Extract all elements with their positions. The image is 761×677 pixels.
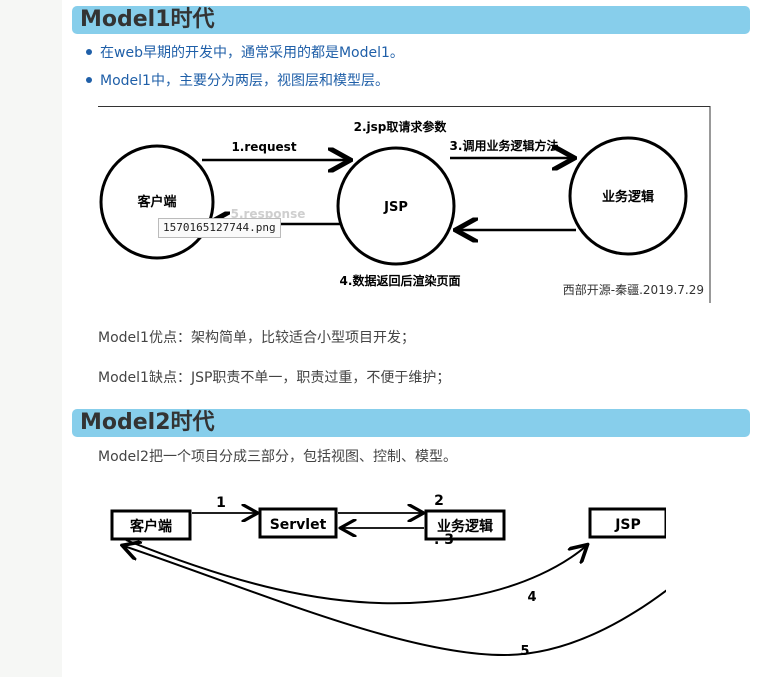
business-box	[424, 509, 506, 541]
node-client-label: 客户端	[129, 518, 172, 535]
jsp-box	[588, 507, 666, 539]
model1-cons: Model1缺点：JSP职责不单一，职责过重，不便于维护；	[98, 370, 451, 386]
model1-pros: Model1优点：架构简单，比较适合小型项目开发；	[98, 330, 415, 346]
arrow-5	[124, 540, 666, 657]
model2-diagram: 客户端 Servlet 业务逻辑 JSP 1 2 . 3 4 5	[110, 493, 666, 659]
label-3: . 3	[434, 532, 454, 548]
model2-intro: Model2把一个项目分成三部分，包括视图、控制、模型。	[98, 449, 457, 465]
bullet-item: 在web早期的开发中，通常采用的都是Model1。	[86, 44, 404, 62]
label-5: 5	[520, 644, 529, 659]
node-servlet-label: Servlet	[270, 517, 327, 533]
business-circle	[568, 136, 688, 256]
label-1: 1	[216, 495, 226, 511]
bullet-text: Model1中，主要分为两层，视图层和模型层。	[100, 73, 389, 89]
node-business-label: 业务逻辑	[437, 518, 493, 535]
node-jsp-label: JSP	[614, 517, 641, 533]
diagram-watermark: 西部开源-秦疆.2019.7.29	[563, 282, 704, 297]
jsp-circle	[336, 146, 456, 266]
section-heading-model2: Model2时代	[72, 409, 750, 437]
section-heading-model1: Model1时代	[72, 6, 750, 34]
label-response: 5.response	[231, 207, 306, 221]
bullet-dot-icon	[86, 77, 92, 83]
label-request: 1.request	[231, 140, 296, 154]
bullet-item: Model1中，主要分为两层，视图层和模型层。	[86, 72, 389, 90]
model1-diagram: 客户端 JSP 业务逻辑 1.request 2.jsp取请求参数 3.调用业务…	[98, 106, 711, 303]
label-2: 2	[434, 493, 444, 509]
client-box	[110, 509, 192, 541]
node-client-label: 客户端	[137, 194, 176, 210]
image-filename-tooltip: 1570165127744.png	[158, 218, 281, 238]
node-jsp-label: JSP	[383, 200, 408, 215]
arrow-4	[125, 539, 586, 605]
servlet-box	[258, 507, 338, 539]
bullet-text: 在web早期的开发中，通常采用的都是Model1。	[100, 45, 404, 61]
bullet-dot-icon	[86, 49, 92, 55]
label-jsp-params: 2.jsp取请求参数	[354, 119, 448, 134]
label-4: 4	[527, 590, 536, 605]
label-call-business: 3.调用业务逻辑方法	[450, 138, 559, 153]
page-content: Model1时代 在web早期的开发中，通常采用的都是Model1。 Model…	[62, 0, 761, 677]
label-render-page: 4.数据返回后渲染页面	[340, 273, 461, 288]
node-business-label: 业务逻辑	[602, 189, 654, 205]
